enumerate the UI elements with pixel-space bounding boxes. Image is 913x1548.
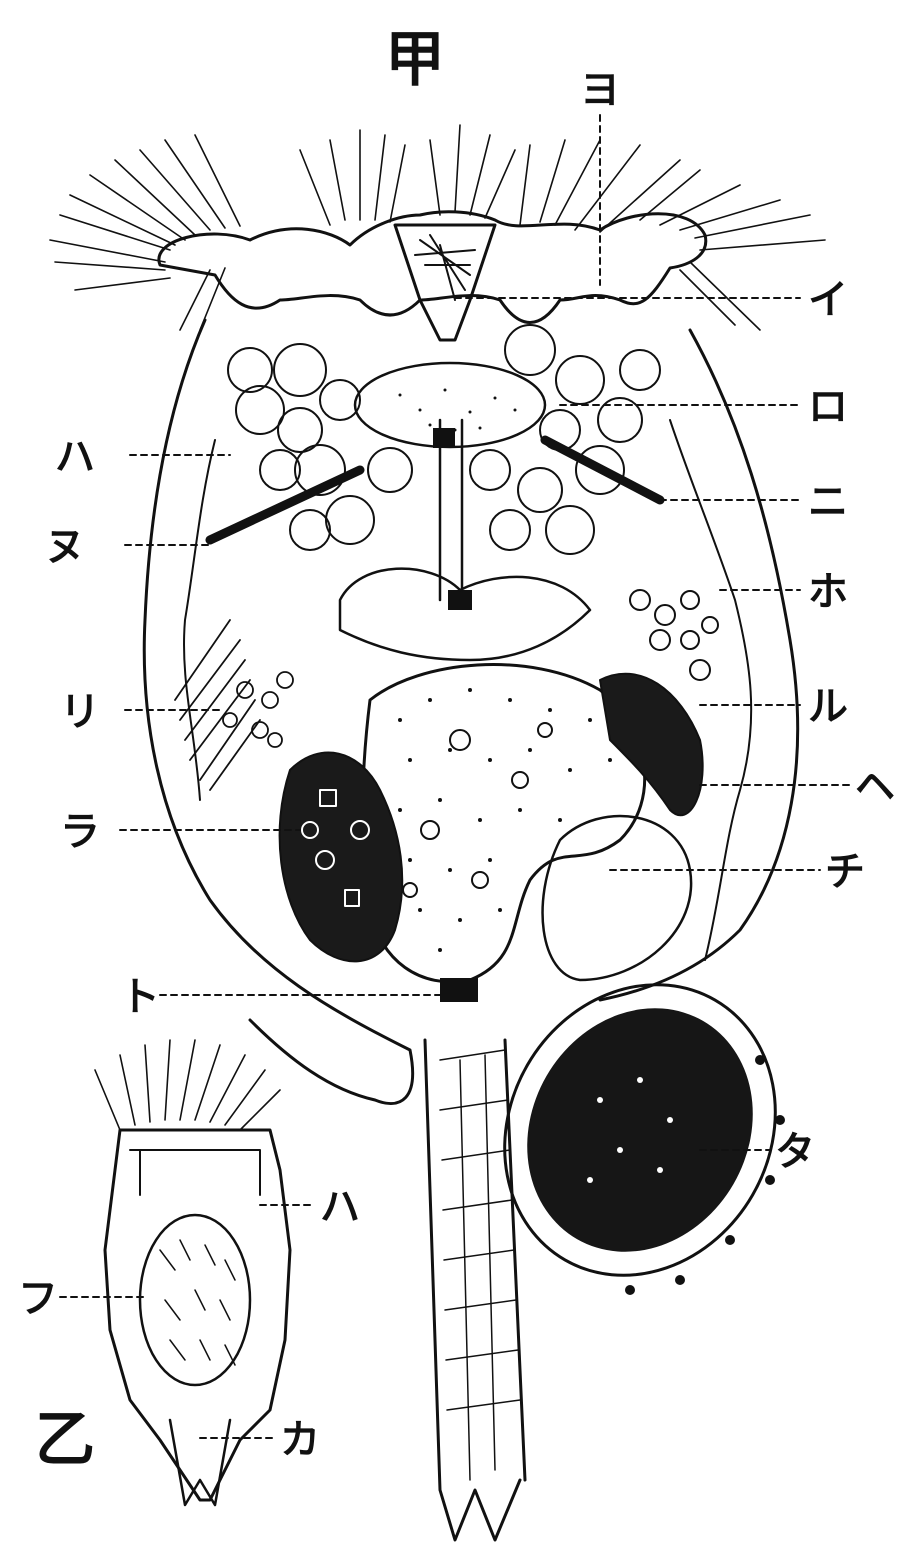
- label-i: イ: [808, 280, 848, 320]
- cloaca: [440, 978, 478, 1002]
- label-b-ha: ハ: [320, 1187, 360, 1227]
- label-b-fu: フ: [18, 1279, 58, 1319]
- label-to: ト: [120, 977, 160, 1017]
- figure-b-drawing: [60, 1040, 315, 1505]
- figure-b-hatching: [160, 1240, 235, 1365]
- corona-outline: [159, 212, 706, 323]
- figure-b-mastax: [140, 1215, 250, 1385]
- mastax: [340, 569, 590, 660]
- figure-b-title: 乙: [35, 1410, 95, 1470]
- germarium-cells: [630, 590, 718, 680]
- retractor-muscle-left: [210, 470, 360, 540]
- mouth-funnel: [395, 225, 495, 340]
- brain-stipple: [399, 389, 517, 432]
- label-nu: ヌ: [45, 527, 85, 567]
- figure-b-body: [105, 1130, 290, 1500]
- label-ra: ラ: [60, 812, 100, 852]
- label-ha: ハ: [55, 437, 95, 477]
- label-ho: ホ: [808, 572, 848, 612]
- leader-lines-b: [60, 1205, 315, 1438]
- stomach: [363, 665, 645, 982]
- egg-yolk: [483, 967, 796, 1293]
- label-ru: ル: [808, 687, 848, 727]
- vitellarium: [280, 753, 403, 962]
- figure-b-cilia: [95, 1040, 280, 1130]
- leader-lines-a: [120, 115, 850, 1150]
- stomach-stipple: [398, 688, 612, 952]
- label-b-ka: カ: [280, 1420, 320, 1460]
- germ-mass-right: [600, 674, 703, 816]
- figure-b-foot-tip: [170, 1420, 230, 1505]
- label-ri: リ: [60, 692, 100, 732]
- label-ro: ロ: [808, 387, 848, 427]
- label-yo: ヨ: [580, 70, 620, 110]
- label-chi: チ: [825, 852, 865, 892]
- figure-a-title: 甲: [385, 30, 445, 90]
- lateral-gland-left: [175, 620, 293, 790]
- label-ni: ニ: [808, 482, 848, 522]
- figure-a-drawing: [50, 115, 850, 1540]
- label-ta: タ: [775, 1132, 815, 1172]
- label-he: ヘ: [855, 767, 895, 807]
- foot: [425, 1040, 525, 1540]
- mouth-hatching: [415, 235, 475, 300]
